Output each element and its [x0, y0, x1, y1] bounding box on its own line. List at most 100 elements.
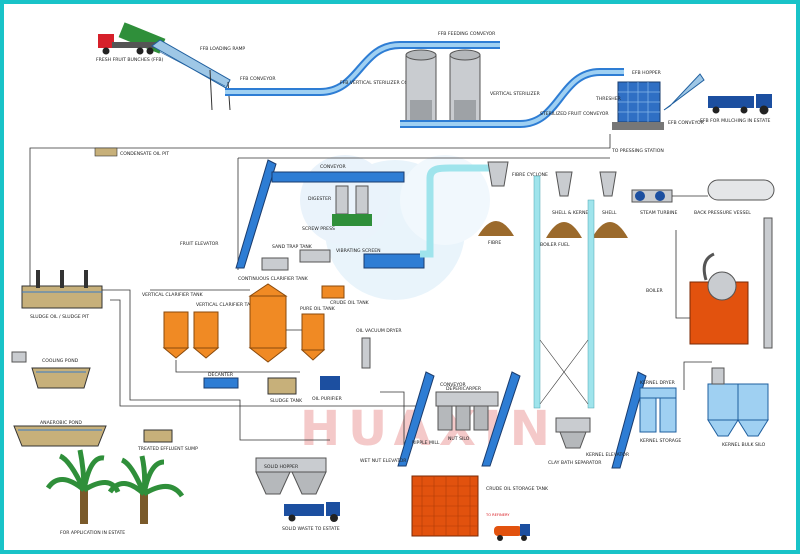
sludge-pit: [21, 270, 103, 309]
digester: [332, 185, 372, 226]
label-digester-conveyor: CONVEYOR: [320, 164, 346, 170]
sludge-tank: [267, 377, 297, 395]
label-fibre-cyclone: FIBRE CYCLONE: [512, 172, 548, 178]
label-sludge-pit: SLUDGE OIL / SLUDGE PIT: [30, 314, 89, 320]
label-oil-vacuum-dryer: OIL VACUUM DRYER: [356, 328, 402, 334]
label-kernel-storage: KERNEL STORAGE: [640, 438, 681, 444]
label-cooling-pond: COOLING POND: [42, 358, 79, 364]
efb-conveyor: [663, 73, 705, 111]
cpo-storage-tank: [411, 475, 479, 537]
label-thresher-conveyor: STERILIZED FRUIT CONVEYOR: [540, 111, 609, 117]
label-efb-hopper: EFB HOPPER: [632, 70, 662, 76]
solid-hopper: [255, 457, 327, 495]
label-efb-truck: EFB FOR MULCHING IN ESTATE: [700, 118, 771, 124]
label-shell-kernel: SHELL & KERNEL: [552, 210, 591, 216]
oil-vacuum-dryer: [361, 337, 371, 369]
oil-purifier: [320, 376, 340, 390]
shell-kernel-cyclone: [555, 171, 573, 197]
vertical-sterilizer: [405, 49, 481, 126]
label-screw-press: SCREW PRESS: [302, 226, 335, 232]
label-treated-effluent: TREATED EFFLUENT SUMP: [137, 446, 198, 452]
watermark-text: HUAXIN: [300, 401, 558, 457]
shell-conveyor: [397, 371, 435, 467]
shell-cyclone: [599, 171, 617, 197]
label-nut-elevator: WET NUT ELEVATOR: [360, 458, 407, 464]
condensate-pit: [94, 147, 118, 157]
label-digester: DIGESTER: [308, 196, 332, 202]
label-anaerobic-pond: ANAEROBIC POND: [40, 420, 82, 426]
sand-trap: [299, 249, 331, 263]
wet-nut-elevator: [481, 371, 521, 467]
fruit-elevator: [235, 159, 277, 269]
label-to-pressing: TO PRESSING STATION: [611, 148, 664, 154]
label-solid-truck: SOLID WASTE TO ESTATE: [282, 526, 340, 532]
label-boiler-fuel: BOILER FUEL: [540, 242, 570, 248]
kernel-bulk-silo: [707, 367, 769, 437]
label-loading-ramp: FFB LOADING RAMP: [200, 46, 245, 52]
label-sludge-tank: SLUDGE TANK: [270, 398, 303, 404]
label-steam-turbine: STEAM TURBINE: [640, 210, 677, 216]
label-fibre-application: FOR APPLICATION IN ESTATE: [60, 530, 125, 536]
cooling-pond: [11, 351, 91, 389]
fibre-pile: [478, 221, 514, 236]
vibrating-screen: [363, 253, 425, 269]
shell-kernel-pile: [546, 222, 582, 238]
label-cpo-storage-tank: CRUDE OIL STORAGE TANK: [486, 486, 549, 492]
kernel-elevator: [611, 371, 647, 469]
label-solid-hopper: SOLID HOPPER: [264, 464, 299, 470]
label-depericarper: DEPERICARPER: [446, 386, 482, 392]
label-boiler: BOILER: [646, 288, 664, 294]
label-vertical-sterilizer-conveyor: FFB VERTICAL STERILIZER CONVEYOR: [340, 80, 428, 86]
shell-duct: [533, 175, 541, 409]
label-clarifier-main: CONTINUOUS CLARIFIER TANK: [238, 276, 309, 282]
label-vertical-clarifier-1: VERTICAL CLARIFIER TANK: [142, 292, 204, 298]
thresher: [612, 81, 664, 130]
label-claybath: CLAY BATH SEPARATOR: [548, 460, 602, 466]
claybath-separator: [555, 417, 591, 449]
digester-conveyor: [271, 171, 405, 183]
label-shell: SHELL: [602, 210, 617, 216]
fibre-cyclone: [487, 161, 509, 187]
label-fruit-elevator: FRUIT ELEVATOR: [180, 241, 219, 247]
label-pure-oil-tank: PURE OIL TANK: [300, 306, 336, 312]
watermark-logo-petal: [400, 155, 490, 245]
label-nut-silo: NUT SILO: [448, 436, 470, 442]
crude-oil-tank: [321, 285, 345, 299]
label-kernel-silo: KERNEL BULK SILO: [722, 442, 766, 448]
label-efb-conveyor: EFB CONVEYOR: [668, 120, 705, 126]
palm-tree-icon: [45, 449, 185, 524]
label-kernel-elevator: KERNEL ELEVATOR: [586, 452, 630, 458]
treated-effluent-sump: [143, 429, 173, 443]
label-vertical-clarifier-2: VERTICAL CLARIFIER TANK: [196, 302, 258, 308]
shell-pile: [592, 222, 628, 238]
boiler: [689, 217, 773, 349]
depericarper-nut-silo: [435, 391, 499, 431]
efb-truck: [708, 94, 772, 115]
label-back-pressure-vessel: BACK PRESSURE VESSEL: [694, 210, 751, 216]
label-ffb-conveyor: FFB CONVEYOR: [240, 76, 276, 82]
label-sand-trap: SAND TRAP TANK: [272, 244, 313, 250]
label-condensate-pit: CONDENSATE OIL PIT: [120, 151, 169, 157]
pipe-line: [29, 134, 611, 150]
label-crude-oil-tank: CRUDE OIL TANK: [330, 300, 370, 306]
steam-turbine: [631, 189, 673, 203]
anaerobic-pond: [13, 425, 107, 447]
vertical-clarifier-tank: [162, 311, 220, 359]
label-vibrating-screen: VIBRATING SCREEN: [336, 248, 381, 254]
cpo-truck: [494, 524, 530, 541]
label-ffb-feeding-conveyor: FFB FEEDING CONVEYOR: [438, 31, 496, 37]
label-thresher: THRESHER: [595, 96, 622, 102]
fibre-duct: [420, 164, 490, 258]
loading-ramp: [151, 39, 231, 111]
label-cpo-truck: TO REFINERY: [485, 513, 510, 517]
label-shell-conveyor: CONVEYOR: [440, 382, 466, 388]
continuous-clarifier-tank: [248, 283, 288, 363]
label-fibre: FIBRE: [488, 240, 501, 246]
ffb-truck: [98, 22, 166, 55]
label-oil-purifier: OIL PURIFIER: [312, 396, 343, 402]
label-vertical-sterilizer: VERTICAL STERILIZER: [490, 91, 541, 97]
label-decanter: DECANTER: [208, 372, 234, 378]
label-truck-in: FRESH FRUIT BUNCHES (FFB): [96, 57, 164, 63]
pure-oil-tank: [300, 313, 326, 361]
diagram-canvas: HUAXIN FRESH FRUIT BUNCHES (FFB) FFB LOA…: [11, 22, 775, 541]
